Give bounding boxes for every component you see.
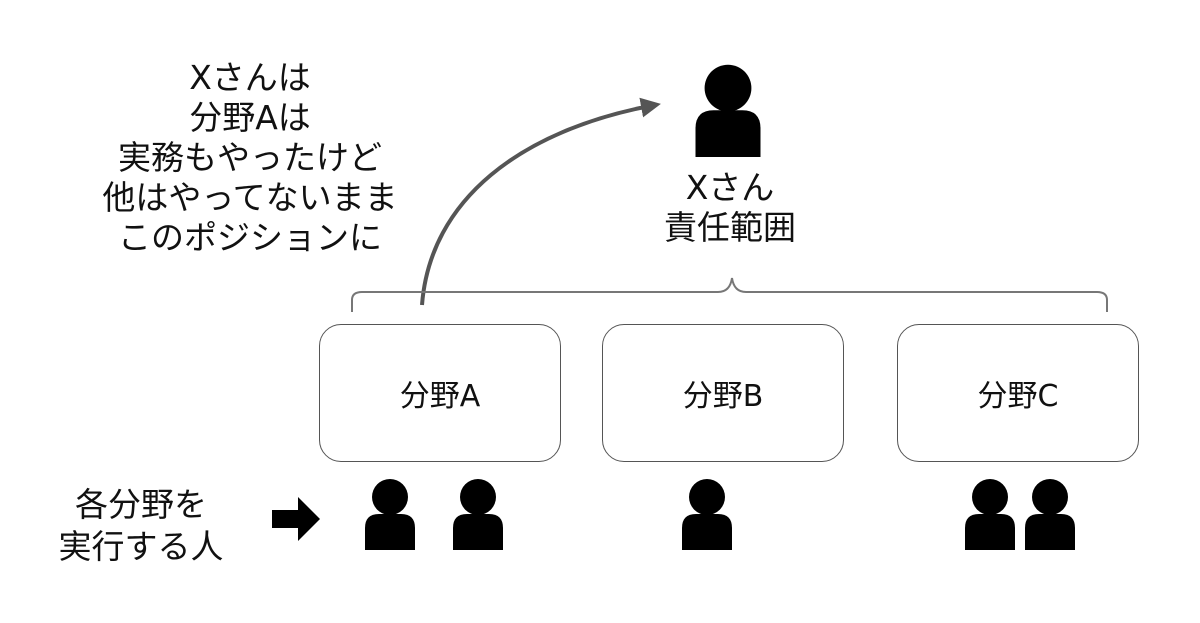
worker-person-icon	[453, 479, 503, 550]
note-line: Xさんは	[189, 58, 311, 97]
responsibility-brace	[351, 277, 1108, 312]
worker-person-icon	[1025, 479, 1075, 550]
workers-label-line: 各分野を	[75, 485, 207, 524]
field-label: 分野B	[682, 379, 764, 414]
note-line: 分野Aは	[189, 98, 311, 137]
leader-name: Xさん	[685, 168, 775, 207]
field-box-a: 分野A	[319, 324, 561, 462]
workers-label: 各分野を 実行する人	[36, 484, 246, 568]
annotation-note: Xさんは 分野Aは 実務もやったけど 他はやってないまま このポジションに	[60, 58, 440, 258]
worker-person-icon	[965, 479, 1015, 550]
right-arrow-icon	[272, 497, 320, 541]
worker-person-icon	[682, 479, 732, 550]
note-line: このポジションに	[118, 218, 382, 257]
field-label: 分野A	[399, 379, 481, 414]
field-box-b: 分野B	[602, 324, 844, 462]
promotion-curved-arrow	[420, 97, 661, 306]
leader-label: Xさん 責任範囲	[610, 168, 850, 248]
note-line: 他はやってないまま	[102, 178, 398, 217]
field-box-c: 分野C	[897, 324, 1139, 462]
leader-scope: 責任範囲	[664, 208, 796, 247]
worker-person-icon	[365, 479, 415, 550]
note-line: 実務もやったけど	[118, 138, 382, 177]
workers-label-line: 実行する人	[58, 527, 224, 566]
leader-person-icon	[695, 64, 761, 157]
field-label: 分野C	[977, 379, 1059, 414]
